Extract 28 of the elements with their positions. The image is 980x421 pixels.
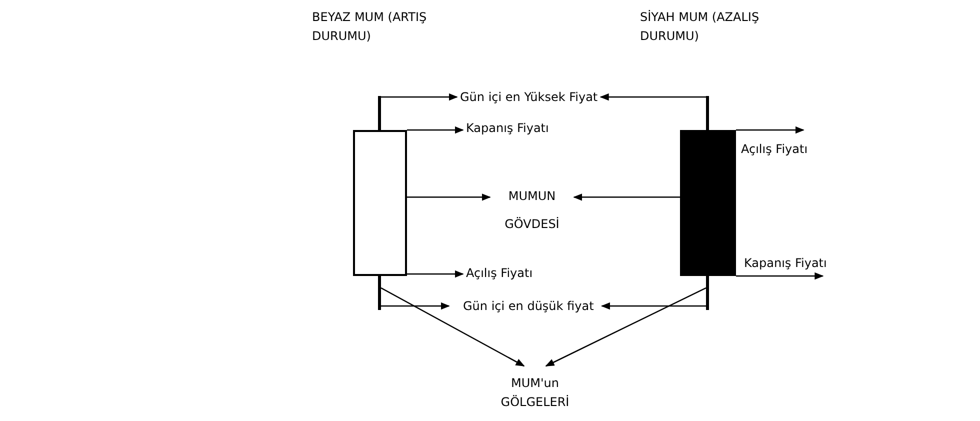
candle-body: [680, 130, 736, 276]
leader-arrow: [378, 302, 450, 310]
callout-label: MUMUN GÖVDESİ: [490, 182, 574, 238]
candle-heading: SİYAH MUM (AZALIŞ DURUMU): [640, 9, 760, 45]
leader-arrow: [573, 194, 680, 201]
candle-body: [353, 130, 407, 276]
leader-arrow: [736, 126, 804, 134]
leader-arrow: [380, 287, 525, 367]
leader-arrow: [407, 126, 464, 134]
wick-line: [706, 96, 709, 130]
leader-arrow: [736, 272, 824, 280]
price-label: Açılış Fiyatı: [741, 141, 808, 157]
leader-arrow: [600, 302, 708, 310]
price-label: Gün içi en Yüksek Fiyat: [460, 89, 598, 105]
candle-heading: BEYAZ MUM (ARTIŞ DURUMU): [312, 9, 428, 45]
wick-line: [706, 276, 709, 310]
callout-label: MUM'un GÖLGELERİ: [480, 374, 590, 412]
price-label: Kapanış Fiyatı: [744, 255, 827, 271]
price-label: Açılış Fiyatı: [466, 265, 533, 281]
leader-arrow: [407, 194, 491, 201]
wick-line: [378, 96, 381, 130]
price-label: Kapanış Fiyatı: [466, 120, 549, 136]
leader-arrow: [381, 93, 458, 101]
leader-arrow: [407, 270, 464, 278]
leader-arrow: [545, 287, 706, 367]
wick-line: [378, 276, 381, 310]
price-label: Gün içi en düşük fiyat: [463, 298, 594, 314]
leader-arrow: [600, 93, 706, 101]
